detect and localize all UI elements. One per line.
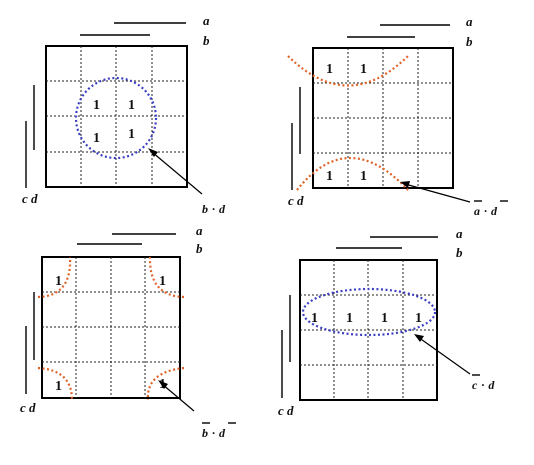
var-a-label: a (196, 223, 203, 238)
group-loop (74, 76, 158, 160)
cell-one: 1 (128, 127, 135, 142)
cell-one: 1 (55, 274, 62, 289)
var-a-label: a (456, 226, 463, 241)
cell-one: 1 (128, 98, 135, 113)
pointer-arrow (161, 383, 195, 412)
var-b-label: b (203, 33, 210, 48)
pointer-arrow (151, 151, 203, 195)
group-expression: a·d (474, 204, 498, 218)
var-b-label: b (466, 34, 473, 49)
var-cd-label: c d (278, 403, 294, 418)
pointer-arrow (417, 336, 471, 375)
var-b-label: b (456, 245, 463, 260)
group-arc-top (287, 55, 409, 87)
var-cd-label: c d (288, 193, 304, 208)
var-cd-label: c d (20, 400, 36, 415)
group-arc-bottom (296, 157, 409, 191)
cell-one: 1 (93, 131, 100, 146)
arrow-head (158, 380, 168, 389)
map-bottom-left: a b c d 1 1 1 1 b·d (20, 223, 236, 440)
group-arc-top-left (37, 256, 72, 299)
cell-one: 1 (415, 311, 422, 326)
map-top-left: a b c d 1 1 1 1 b·d (22, 13, 226, 216)
var-b-label: b (196, 241, 203, 256)
cell-one: 1 (326, 62, 333, 77)
cell-one: 1 (93, 98, 100, 113)
arrow-head (400, 181, 410, 188)
cell-one: 1 (360, 62, 367, 77)
cell-one: 1 (311, 311, 318, 326)
pointer-arrow (404, 183, 471, 203)
var-a-label: a (466, 14, 473, 29)
arrow-head (148, 148, 158, 157)
group-loop (301, 287, 437, 337)
group-arc-top-right (148, 256, 185, 299)
group-arc-bottom-right (146, 366, 185, 401)
arrow-head (414, 334, 424, 342)
group-expression: b·d (202, 202, 226, 216)
cell-one: 1 (55, 379, 62, 394)
group-arc-bottom-left (37, 366, 74, 401)
group-expression: c·d (472, 378, 495, 392)
var-cd-label: c d (22, 191, 38, 206)
cell-one: 1 (381, 311, 388, 326)
cell-one: 1 (326, 169, 333, 184)
cell-one: 1 (360, 169, 367, 184)
var-a-label: a (203, 13, 210, 28)
cell-one: 1 (346, 311, 353, 326)
map-bottom-right: a b c d 1 1 1 1 c·d (278, 226, 495, 418)
map-top-right: a b c d 1 1 1 1 a·d (287, 14, 508, 218)
group-expression: b·d (202, 426, 226, 440)
cell-one: 1 (159, 274, 166, 289)
